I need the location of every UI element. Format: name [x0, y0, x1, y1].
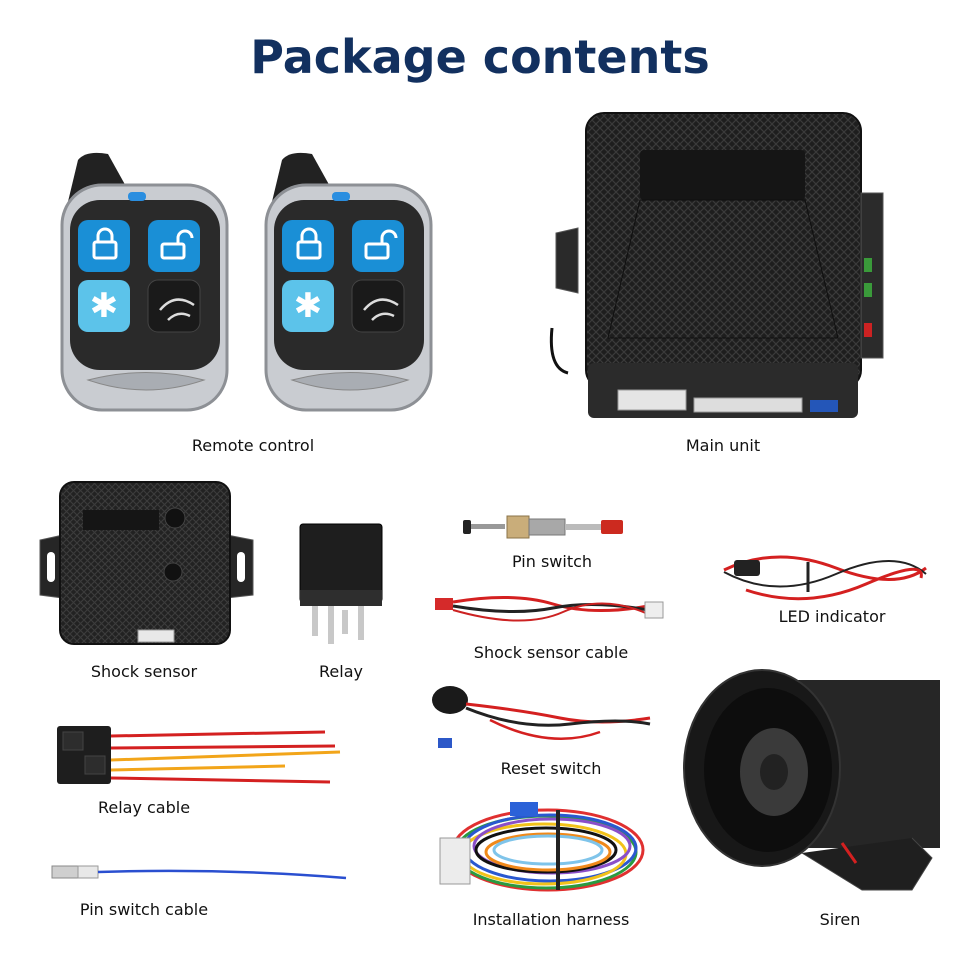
svg-text:✱: ✱ [90, 286, 119, 326]
shock-sensor-cable [435, 595, 664, 622]
installation-harness-label: Installation harness [472, 910, 630, 929]
remote-control-label: Remote control [191, 436, 315, 455]
main-unit-label: Main unit [685, 436, 761, 455]
pin-switch-cable [51, 865, 347, 880]
remote-control-right: ✱ [264, 152, 433, 412]
page-title: Package contents [250, 30, 710, 84]
led-indicator-label: LED indicator [778, 607, 886, 626]
led-dot [128, 192, 146, 201]
reset-switch [432, 686, 651, 748]
star-button [78, 280, 130, 332]
siren [683, 669, 940, 891]
unlock-button [148, 220, 200, 272]
relay-label: Relay [319, 662, 363, 681]
shock-sensor [39, 481, 254, 645]
led-indicator [723, 555, 927, 601]
pin-switch [463, 515, 623, 539]
trunk-button [147, 279, 201, 333]
shock-sensor-cable-label: Shock sensor cable [473, 643, 629, 662]
svg-text:✱: ✱ [294, 286, 323, 326]
shock-sensor-label: Shock sensor [90, 662, 198, 681]
pin-switch-cable-label: Pin switch cable [79, 900, 209, 919]
installation-harness [439, 802, 645, 892]
siren-label: Siren [819, 910, 861, 929]
main-unit [549, 112, 884, 418]
relay [299, 523, 383, 644]
pin-switch-label: Pin switch [511, 552, 593, 571]
relay-cable [57, 726, 341, 784]
remote-control-left: ✱ [60, 152, 229, 412]
reset-switch-label: Reset switch [500, 759, 602, 778]
lock-button [78, 220, 130, 272]
relay-cable-label: Relay cable [97, 798, 191, 817]
